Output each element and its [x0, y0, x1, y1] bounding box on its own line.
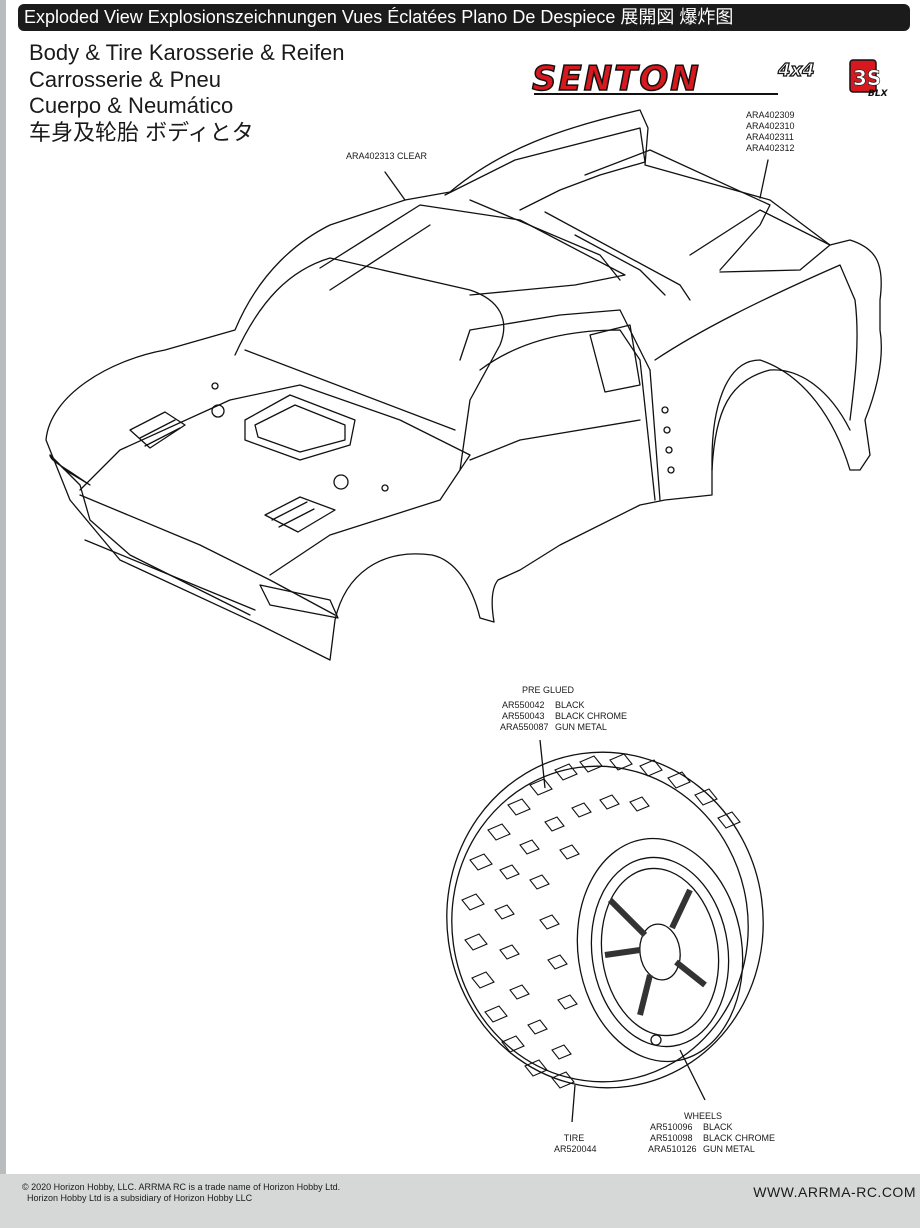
body-shell-drawing — [45, 109, 882, 661]
part-desc: BLACK — [555, 700, 585, 710]
part-desc: GUN METAL — [555, 722, 607, 732]
section-title-line-1: Body & Tire Karosserie & Reifen — [29, 40, 345, 65]
3s-blx-badge: 3S BLX — [849, 59, 889, 98]
section-title-line-2: Carrosserie & Pneu — [29, 66, 221, 92]
part-code: ARA510126 — [648, 1144, 697, 1154]
wheels-item: AR510098 BLACK CHROME — [648, 1133, 775, 1144]
copyright-line-2: Horizon Hobby Ltd is a subsidiary of Hor… — [27, 1193, 253, 1203]
tire-wheel-drawing — [446, 739, 764, 1123]
pre-glued-title: PRE GLUED — [522, 685, 575, 695]
tire-tread-pattern — [461, 753, 741, 1089]
footer-copyright: © 2020 Horizon Hobby, LLC. ARRMA RC is a… — [22, 1182, 340, 1204]
part-desc: BLACK CHROME — [555, 711, 628, 721]
senton-logo: SENTON 4x4 3S BLX — [531, 58, 889, 98]
body-part-code: ARA402311 — [746, 132, 794, 142]
page-side-bar — [0, 0, 6, 1228]
pre-glued-item: AR550043 BLACK CHROME — [500, 711, 627, 722]
svg-text:SENTON: SENTON — [532, 59, 701, 98]
body-part-code: ARA402310 — [746, 121, 795, 131]
pre-glued-item: AR550042 BLACK — [500, 700, 627, 711]
footer: © 2020 Horizon Hobby, LLC. ARRMA RC is a… — [0, 1174, 920, 1228]
svg-text:4x4: 4x4 — [777, 60, 815, 81]
section-title-line-3: Cuerpo & Neumático — [29, 93, 234, 118]
copyright-line-1: © 2020 Horizon Hobby, LLC. ARRMA RC is a… — [22, 1182, 341, 1192]
header-bar: Exploded View Explosionszeichnungen Vues… — [18, 4, 910, 31]
part-desc: BLACK — [703, 1122, 733, 1132]
callout-wheels: WHEELS AR510096 BLACK AR510098 BLACK CHR… — [648, 1111, 775, 1155]
part-desc: GUN METAL — [703, 1144, 755, 1154]
wheels-title: WHEELS — [684, 1111, 723, 1121]
svg-text:BLX: BLX — [868, 89, 889, 98]
wheels-item: ARA510126 GUN METAL — [648, 1144, 775, 1155]
body-part-code: ARA402309 — [746, 110, 795, 120]
part-code: AR550043 — [502, 711, 545, 721]
section-title-line-4: 车身及轮胎 ボディとタ — [29, 119, 254, 145]
tire-title: TIRE — [563, 1133, 585, 1143]
header-title: Exploded View Explosionszeichnungen Vues… — [24, 7, 734, 27]
part-code: AR550042 — [502, 700, 545, 710]
callout-body-parts: ARA402309 ARA402310 ARA402311 ARA402312 — [746, 110, 795, 154]
pre-glued-item: ARA550087 GUN METAL — [500, 722, 627, 733]
callout-pre-glued: PRE GLUED AR550042 BLACK AR550043 BLACK … — [500, 685, 627, 733]
part-desc: BLACK CHROME — [703, 1133, 776, 1143]
part-code: ARA550087 — [500, 722, 549, 732]
callout-body-clear: ARA402313 CLEAR — [346, 151, 427, 162]
wheels-item: AR510096 BLACK — [648, 1122, 775, 1133]
svg-text:3S: 3S — [853, 66, 881, 90]
part-code: AR510096 — [650, 1122, 693, 1132]
tire-code: AR520044 — [554, 1144, 597, 1154]
4x4-badge: 4x4 — [776, 59, 815, 81]
body-part-code: ARA402312 — [746, 143, 795, 153]
section-title: Body & Tire Karosserie & Reifen Carrosse… — [29, 40, 344, 146]
part-code: AR510098 — [650, 1133, 693, 1143]
website-link[interactable]: WWW.ARRMA-RC.COM — [753, 1184, 916, 1200]
callout-body-clear-text: ARA402313 CLEAR — [346, 151, 428, 161]
callout-tire: TIRE AR520044 — [554, 1133, 597, 1155]
exploded-view-drawing — [45, 109, 882, 1123]
